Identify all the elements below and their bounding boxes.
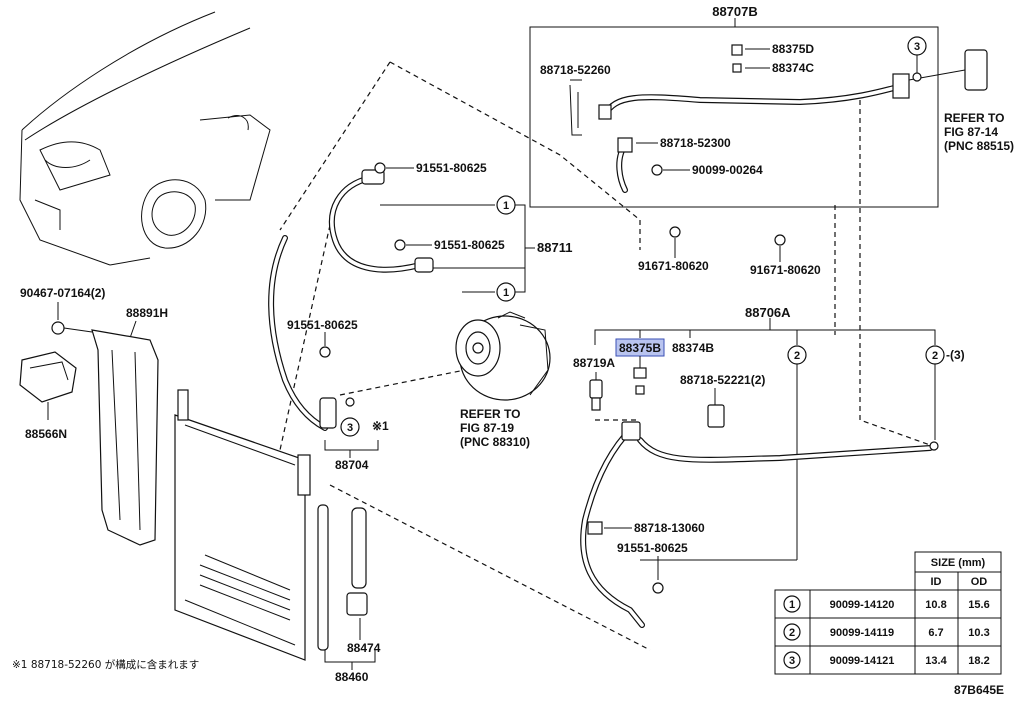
hose-88704 xyxy=(268,235,337,431)
receiver-tank xyxy=(317,504,329,651)
ref-87-19-line3: (PNC 88310) xyxy=(460,435,530,449)
label-91551-80625-d: 91551-80625 xyxy=(617,541,688,555)
ref-87-19-line1: REFER TO xyxy=(460,407,520,421)
label-88375d: 88375D xyxy=(772,42,814,56)
ref-mark-1: ※1 xyxy=(372,419,389,433)
label-91671-80620-right: 91671-80620 xyxy=(750,263,821,277)
size-row-2-part: 90099-14119 xyxy=(830,627,894,639)
compressor xyxy=(455,311,551,401)
label-88566n: 88566N xyxy=(25,427,67,441)
label-88704: 88704 xyxy=(335,458,369,472)
size-table: SIZE (mm) ID OD 1 90099-14120 10.8 15.6 … xyxy=(774,551,1002,675)
label-88706a: 88706A xyxy=(745,305,791,320)
svg-text:1: 1 xyxy=(503,287,509,299)
ref-87-19-line2: FIG 87-19 xyxy=(460,421,514,435)
size-row-1-part: 90099-14120 xyxy=(830,599,895,611)
valve-88374c xyxy=(732,63,742,73)
bolt-91671-80620-right xyxy=(774,234,786,246)
condenser-88460 xyxy=(174,389,329,661)
label-88474: 88474 xyxy=(347,641,381,655)
size-row-3-part: 90099-14121 xyxy=(830,655,895,667)
label-91551-80625-b: 91551-80625 xyxy=(434,238,505,252)
svg-text:2: 2 xyxy=(932,350,938,362)
clamp-88718-52260 xyxy=(598,104,612,120)
bolt-90099-00264 xyxy=(651,164,663,176)
svg-text:3: 3 xyxy=(914,41,920,53)
svg-text:2: 2 xyxy=(794,350,800,362)
label-88707b: 88707B xyxy=(712,4,758,19)
size-row-1-id: 10.8 xyxy=(925,599,946,611)
footnote: ※1 88718-52260 が構成に含まれます xyxy=(12,658,199,671)
size-row-1-mark: 1 xyxy=(789,599,795,611)
label-88891h: 88891H xyxy=(126,306,168,320)
label-88718-52300: 88718-52300 xyxy=(660,136,731,150)
pressure-switch-88719a xyxy=(589,379,603,411)
expansion-valve xyxy=(964,49,988,91)
label-91671-80620-left: 91671-80620 xyxy=(638,259,709,273)
assembly-88707b-box xyxy=(529,26,939,208)
clamp-88718-13060 xyxy=(587,521,603,535)
car-outline xyxy=(19,11,271,266)
size-row-3-od: 18.2 xyxy=(968,655,989,667)
clamp-88718-52300 xyxy=(617,137,633,153)
clip-90467-07164 xyxy=(51,321,65,335)
ref-87-14-line3: (PNC 88515) xyxy=(944,139,1014,153)
bolt-91551-80625-b xyxy=(394,239,406,251)
label-88719a: 88719A xyxy=(573,356,615,370)
label-88374c: 88374C xyxy=(772,61,814,75)
ref-87-14-line1: REFER TO xyxy=(944,111,1004,125)
duct-88566n xyxy=(19,351,77,403)
svg-text:1: 1 xyxy=(503,200,509,212)
bolt-91551-80625-d xyxy=(652,582,664,594)
label-88718-52221: 88718-52221(2) xyxy=(680,373,765,387)
size-row-3-id: 13.4 xyxy=(925,655,947,667)
bolt-91671-80620-left xyxy=(669,226,681,238)
bolt-91551-80625-c xyxy=(319,346,331,358)
label-90099-00264: 90099-00264 xyxy=(692,163,763,177)
size-table-title: SIZE (mm) xyxy=(931,557,986,569)
valve-88374b xyxy=(635,385,645,395)
svg-text:3: 3 xyxy=(347,422,353,434)
seal-88891h xyxy=(91,329,159,546)
size-table-header-id: ID xyxy=(931,576,942,588)
label-88711: 88711 xyxy=(537,240,572,255)
label-91551-80625-c: 91551-80625 xyxy=(287,318,358,332)
label-88718-52260: 88718-52260 xyxy=(540,63,611,77)
ref-87-14-line2: FIG 87-14 xyxy=(944,125,998,139)
cap-88375b xyxy=(633,367,647,379)
label-90467-07164: 90467-07164(2) xyxy=(20,286,105,300)
hose-88711 xyxy=(328,169,434,273)
circle-3-hose xyxy=(340,417,360,437)
label-88460: 88460 xyxy=(335,670,369,684)
size-row-2-od: 10.3 xyxy=(968,627,989,639)
figure-code: 87B645E xyxy=(954,683,1004,697)
size-row-2-mark: 2 xyxy=(789,627,795,639)
liquid-pipe-88706a xyxy=(580,421,939,628)
size-row-1-od: 15.6 xyxy=(968,599,989,611)
cap-88375d xyxy=(731,44,743,56)
dryer-88474 xyxy=(346,507,368,616)
size-row-2-id: 6.7 xyxy=(928,627,943,639)
label-88375b[interactable]: 88375B xyxy=(619,341,661,355)
label-91551-80625-a: 91551-80625 xyxy=(416,161,487,175)
label-2-3-note: -(3) xyxy=(946,348,965,362)
size-row-3-mark: 3 xyxy=(789,655,795,667)
pipe-fitting xyxy=(892,73,910,99)
label-88718-13060: 88718-13060 xyxy=(634,521,705,535)
bolt-91551-80625-a xyxy=(374,162,386,174)
size-table-header-od: OD xyxy=(971,576,988,588)
clamp-88718-52221 xyxy=(707,404,725,428)
label-88374b: 88374B xyxy=(672,341,714,355)
